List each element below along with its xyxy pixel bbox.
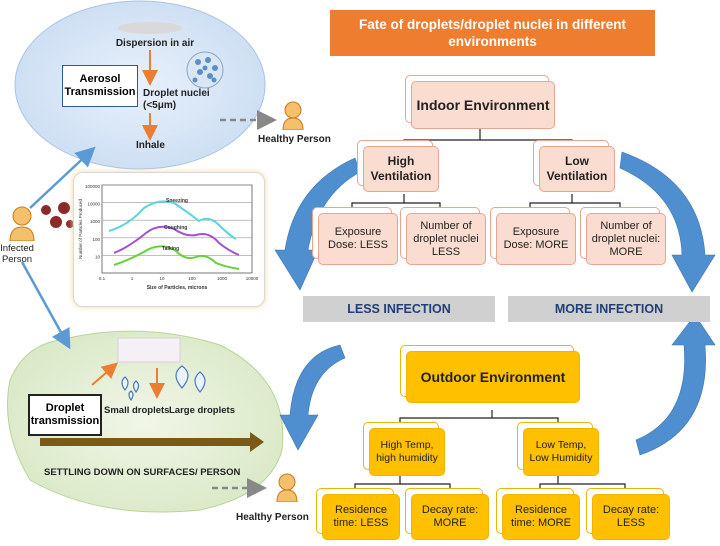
- aerosol-transmission-box: Aerosol Transmission: [62, 65, 138, 107]
- exposure-less-node: Exposure Dose: LESS: [312, 207, 398, 265]
- more-infection-bar: MORE INFECTION: [508, 296, 710, 322]
- settling-arrow: [40, 438, 250, 446]
- chart-y-tick: 1000: [90, 219, 101, 224]
- infected-person-icon: [9, 206, 35, 241]
- nuclei-more-node: Number of droplet nuclei: MORE: [580, 207, 666, 265]
- healthy-person-icon: [282, 101, 304, 130]
- aerosol-bubble: [14, 0, 266, 170]
- indoor-environment-node: Indoor Environment: [405, 75, 555, 129]
- chart-y-label: Number of Particles Produced: [78, 198, 83, 259]
- nuclei-less-label: Number of droplet nuclei LESS: [406, 213, 486, 265]
- nuclei-less-node: Number of droplet nuclei LESS: [400, 207, 486, 265]
- chart-x-tick: 0.1: [99, 276, 106, 281]
- outdoor-environment-label: Outdoor Environment: [406, 351, 580, 403]
- low-temp-label: Low Temp, Low Humidity: [523, 428, 599, 476]
- low-ventilation-node: Low Ventilation: [533, 140, 615, 192]
- chart-x-tick: 10000: [246, 276, 259, 281]
- decay-less-label: Decay rate: LESS: [592, 494, 670, 540]
- healthy-person-label-bottom: Healthy Person: [236, 512, 309, 523]
- low-temp-node: Low Temp, Low Humidity: [517, 422, 599, 476]
- particle-size-chart: 100000 10000 1000 100 10 0.1 1 10 100 1000 10000 Nu…: [78, 184, 259, 291]
- high-ventilation-label: High Ventilation: [363, 146, 439, 192]
- decay-more-node: Decay rate: MORE: [405, 488, 489, 540]
- chart-curve-talking: [113, 245, 240, 270]
- dispersion-label: Dispersion in air: [115, 38, 195, 49]
- infected-person-label: Infected Person: [0, 243, 34, 265]
- decay-less-node: Decay rate: LESS: [586, 488, 670, 540]
- droplet-bubble: [7, 330, 284, 513]
- chart-curve-coughing: [113, 225, 240, 256]
- chart-curve-label: Coughing: [164, 225, 187, 231]
- healthy-person-label-top: Healthy Person: [258, 134, 331, 145]
- aerosol-particles: [118, 22, 182, 34]
- inhale-label: Inhale: [136, 140, 165, 151]
- low-ventilation-label: Low Ventilation: [539, 146, 615, 192]
- chart-x-tick: 1: [131, 276, 134, 281]
- droplet-transmission-box: Droplet transmission: [28, 394, 102, 436]
- high-ventilation-node: High Ventilation: [357, 140, 439, 192]
- chart-x-label: Size of Particles, microns: [147, 285, 208, 291]
- residence-less-label: Residence time: LESS: [322, 494, 400, 540]
- chart-x-tick: 1000: [217, 276, 228, 281]
- large-droplets-label: Large droplets: [169, 405, 235, 416]
- residence-more-node: Residence time: MORE: [496, 488, 580, 540]
- residence-more-label: Residence time: MORE: [502, 494, 580, 540]
- particle-chart-card: 100000 10000 1000 100 10 0.1 1 10 100 1000 10000 Nu…: [73, 172, 265, 307]
- diagram-title: Fate of droplets/droplet nuclei in diffe…: [330, 10, 655, 56]
- droplet-nuclei-label: Droplet nuclei (<5μm): [143, 88, 210, 111]
- chart-y-tick: 100: [92, 237, 100, 242]
- healthy-person-icon-bottom: [276, 473, 298, 502]
- chart-curve-sneezing: [108, 200, 237, 240]
- small-droplets-label: Small droplets: [104, 405, 170, 416]
- nuclei-more-label: Number of droplet nuclei: MORE: [586, 213, 666, 265]
- high-temp-label: High Temp, high humidity: [369, 428, 445, 476]
- chart-x-tick: 100: [188, 276, 196, 281]
- chart-x-tick: 10: [159, 276, 165, 281]
- chart-y-tick: 100000: [85, 184, 101, 189]
- exposure-more-node: Exposure Dose: MORE: [490, 207, 576, 265]
- exposure-less-label: Exposure Dose: LESS: [318, 213, 398, 265]
- outdoor-environment-node: Outdoor Environment: [400, 345, 580, 403]
- chart-y-tick: 10000: [87, 202, 100, 207]
- chart-plot-area: [101, 184, 253, 274]
- chart-curve-label: Talking: [162, 246, 179, 252]
- less-infection-bar: LESS INFECTION: [303, 296, 495, 322]
- chart-y-tick: 10: [95, 254, 101, 259]
- indoor-environment-label: Indoor Environment: [411, 81, 555, 129]
- exposure-more-label: Exposure Dose: MORE: [496, 213, 576, 265]
- chart-curve-label: Sneezing: [166, 198, 188, 204]
- decay-more-label: Decay rate: MORE: [411, 494, 489, 540]
- high-temp-node: High Temp, high humidity: [363, 422, 445, 476]
- residence-less-node: Residence time: LESS: [316, 488, 400, 540]
- virus-particles-icon: [41, 202, 74, 228]
- settling-label: SETTLING DOWN ON SURFACES/ PERSON: [44, 467, 241, 478]
